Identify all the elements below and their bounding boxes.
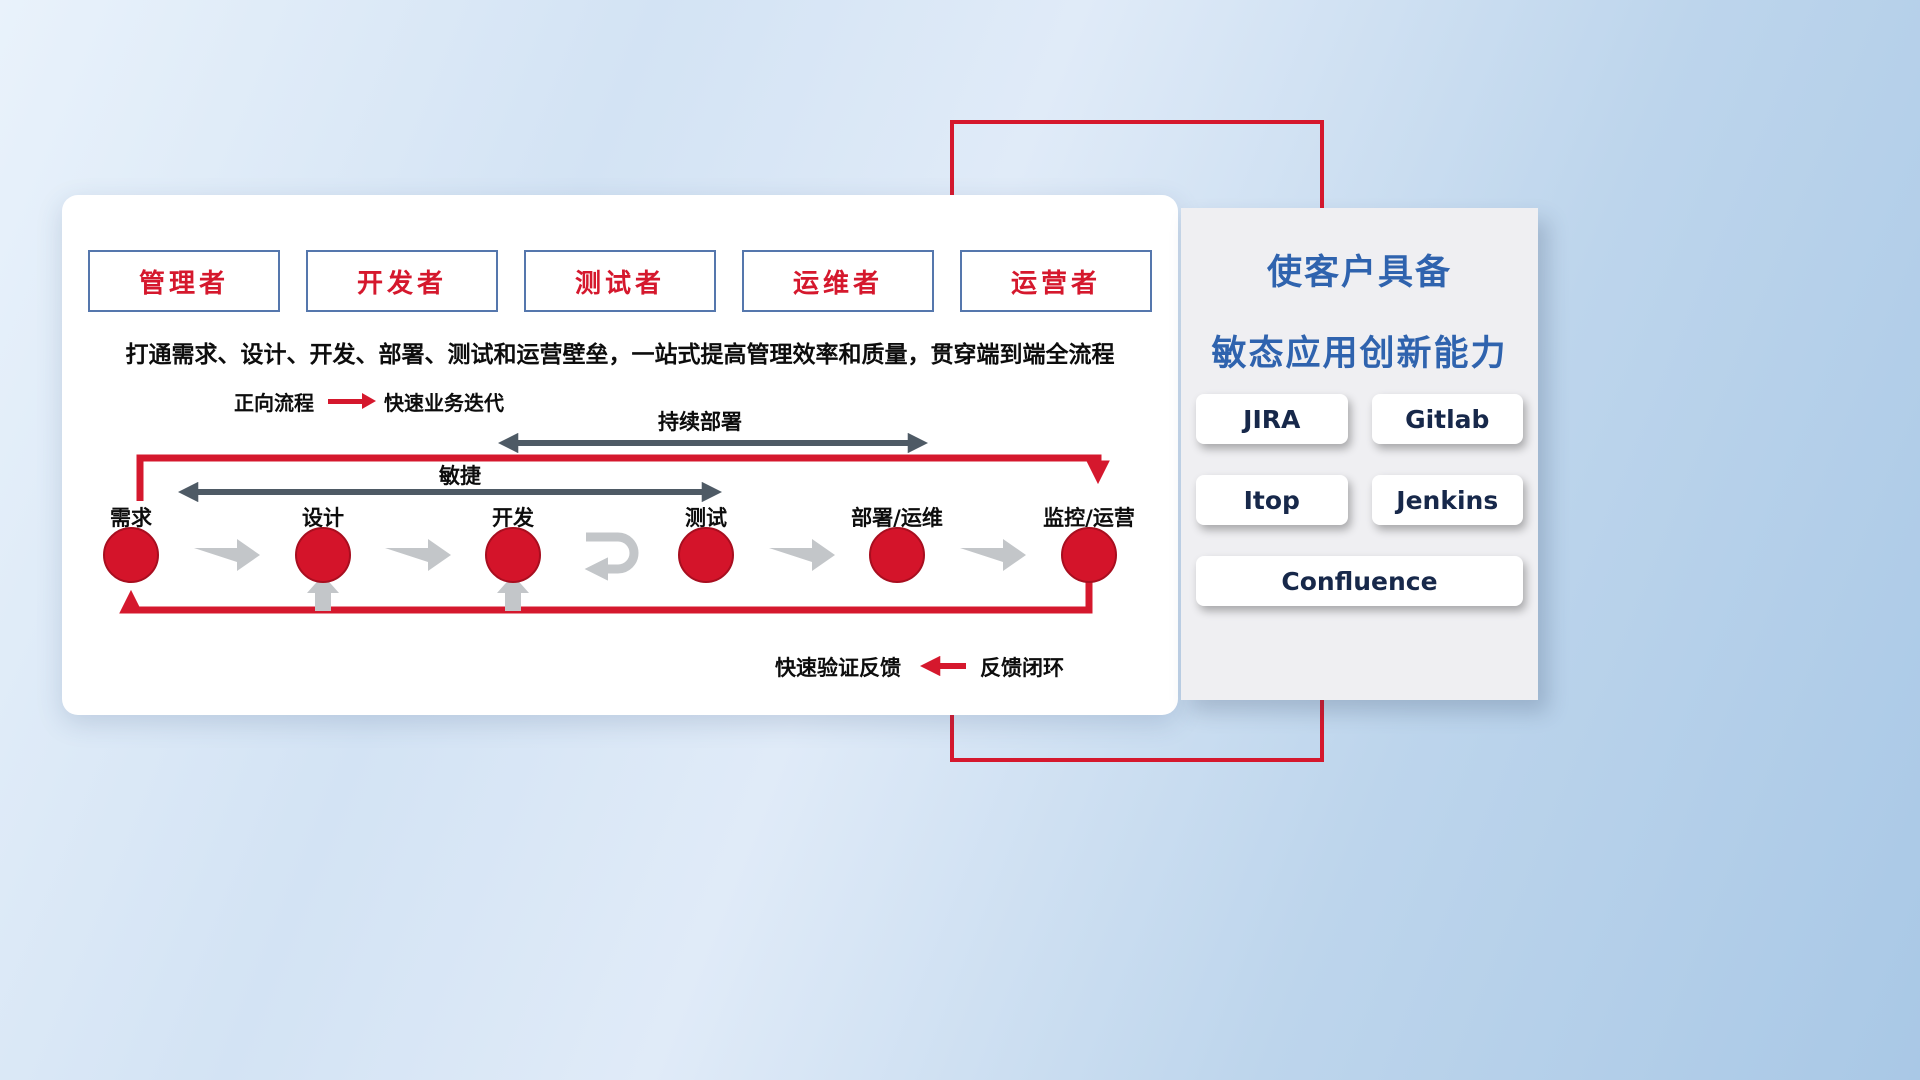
role-manager: 管理者 xyxy=(88,250,280,312)
flow-arrow-icon xyxy=(385,539,451,571)
feedback-desc: 快速验证反馈 xyxy=(775,656,901,680)
node-circle-deploy-ops xyxy=(869,527,925,583)
agile-label: 敏捷 xyxy=(438,464,481,488)
roles-row: 管理者 开发者 测试者 运维者 运营者 xyxy=(88,250,1152,312)
tool-jira: JIRA xyxy=(1196,394,1348,444)
flow-arrow-icon xyxy=(960,539,1026,571)
tools-grid: JIRA Gitlab Itop Jenkins Confluence xyxy=(1196,394,1523,606)
flow-arrow-icon xyxy=(194,539,260,571)
node-circle-design xyxy=(295,527,351,583)
node-label-test: 测试 xyxy=(685,506,727,530)
role-operation: 运营者 xyxy=(960,250,1152,312)
continuous-deploy-label: 持续部署 xyxy=(658,410,742,434)
node-label-monitor-operation: 监控/运营 xyxy=(1043,506,1135,530)
node-label-develop: 开发 xyxy=(492,506,535,530)
capability-panel: 使客户具备 敏态应用创新能力 JIRA Gitlab Itop Jenkins … xyxy=(1181,208,1538,700)
forward-desc: 快速业务迭代 xyxy=(384,391,504,415)
node-circle-test xyxy=(678,527,734,583)
role-developer: 开发者 xyxy=(306,250,498,312)
role-ops: 运维者 xyxy=(742,250,934,312)
tool-itop: Itop xyxy=(1196,475,1348,525)
node-circle-requirements xyxy=(103,527,159,583)
panel-title-line2: 敏态应用创新能力 xyxy=(1211,334,1508,374)
node-circle-develop xyxy=(485,527,541,583)
feedback-label: 反馈闭环 xyxy=(980,656,1064,680)
tool-jenkins: Jenkins xyxy=(1371,475,1523,525)
feedback-loop-line xyxy=(119,581,1093,614)
role-tester: 测试者 xyxy=(524,250,716,312)
node-circle-monitor-operation xyxy=(1061,527,1117,583)
panel-title-line1: 使客户具备 xyxy=(1266,253,1452,293)
node-label-deploy-ops: 部署/运维 xyxy=(851,506,943,530)
subtitle: 打通需求、设计、开发、部署、测试和运营壁垒，一站式提高管理效率和质量，贯穿端到端… xyxy=(125,342,1115,368)
tool-confluence: Confluence xyxy=(1196,556,1523,606)
forward-arrow-icon xyxy=(328,393,376,409)
flow-diagram: 持续部署 敏捷 需求 设计 开发 测试 部署/运维 监控/运营 xyxy=(103,410,1135,680)
flow-arrow-icon xyxy=(769,539,835,571)
forward-label: 正向流程 xyxy=(234,391,314,415)
tool-gitlab: Gitlab xyxy=(1371,394,1523,444)
forward-flow-line xyxy=(136,454,1110,501)
legend-forward: 正向流程 快速业务迭代 xyxy=(234,387,504,416)
node-label-requirements: 需求 xyxy=(110,506,152,530)
process-card: 管理者 开发者 测试者 运维者 运营者 打通需求、设计、开发、部署、测试和运营壁… xyxy=(62,195,1178,715)
iterate-loop-icon xyxy=(584,532,639,581)
node-label-design: 设计 xyxy=(302,506,344,530)
